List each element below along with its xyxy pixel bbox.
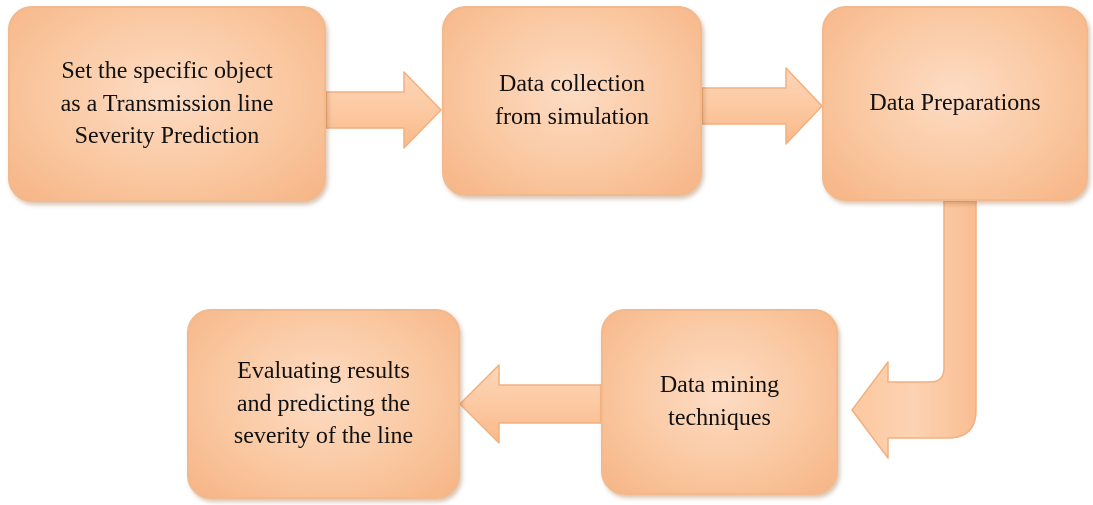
- step-evaluating-results: Evaluating results and predicting the se…: [187, 309, 460, 499]
- step-data-preparations: Data Preparations: [822, 6, 1088, 201]
- step-set-object: Set the specific object as a Transmissio…: [8, 6, 326, 202]
- arrow-step2-to-step3: [701, 67, 823, 145]
- step-data-collection-line-2: from simulation: [495, 104, 649, 130]
- step-data-collection-line-1: Data collection: [499, 71, 645, 98]
- step-data-mining-line-2: techniques: [668, 405, 771, 431]
- step-evaluating-results-line-2: and predicting the: [236, 390, 411, 417]
- step-set-object-line-2: as a Transmission line: [60, 90, 274, 117]
- step-data-preparations-line-1: Data Preparations: [869, 90, 1041, 117]
- step-set-object-text: Set the specific object as a Transmissio…: [61, 55, 274, 153]
- step-data-preparations-text: Data Preparations: [869, 87, 1040, 120]
- step-data-mining-line-1: Data mining: [659, 372, 780, 399]
- step-data-mining: Data mining techniques: [601, 309, 838, 495]
- step-set-object-line-3: Severity Prediction: [74, 123, 260, 150]
- step-evaluating-results-line-3: severity of the line: [233, 423, 414, 450]
- arrow-step4-to-step5: [459, 364, 602, 444]
- step-evaluating-results-line-1: Evaluating results: [237, 358, 410, 385]
- step-evaluating-results-text: Evaluating results and predicting the se…: [234, 355, 413, 453]
- step-data-mining-text: Data mining techniques: [660, 369, 779, 434]
- arrow-step3-to-step4: [851, 200, 977, 459]
- step-data-collection-text: Data collection from simulation: [495, 68, 649, 133]
- step-data-collection: Data collection from simulation: [442, 6, 702, 196]
- step-set-object-line-1: Set the specific object: [61, 58, 273, 85]
- arrow-step1-to-step2: [325, 71, 442, 149]
